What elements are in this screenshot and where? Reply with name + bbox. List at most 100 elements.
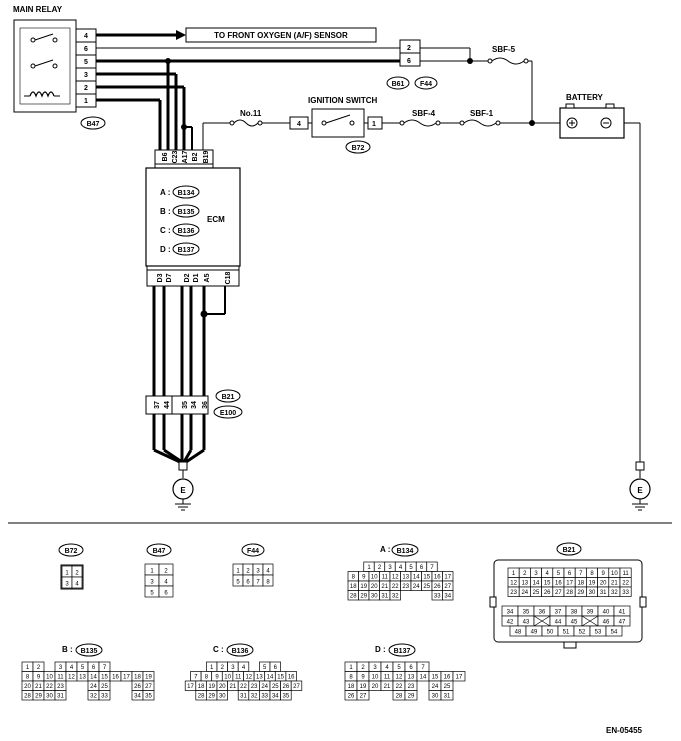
pin-cell [619,586,632,597]
pin-number: 8 [349,675,353,681]
b21-ref-oval [215,389,241,403]
pin-number: 6 [568,571,572,577]
pin-cell [290,680,303,691]
pin-number: 6 [420,565,424,571]
pin-number: 30 [589,590,596,596]
relay-pin-6: 6 [84,46,88,53]
pin-number: 22 [240,684,247,690]
view-b136-ref-oval [226,643,254,657]
ecm-conn-ref-b135: B135 [178,209,195,216]
pin-number: 13 [256,675,263,681]
pin-cell [356,690,370,701]
pin-number: 2 [37,665,41,671]
pin-number: 19 [208,684,215,690]
footer-code: EN-05455 [606,726,643,735]
pin-number: 45 [571,620,578,626]
pin-number: 27 [293,684,300,690]
pin-number: 27 [145,684,152,690]
view-b72-ref: B72 [65,548,78,555]
pin-number: 21 [381,584,388,590]
pin-number: 2 [523,571,527,577]
pin-number: 17 [187,684,194,690]
pin-number: 46 [603,620,610,626]
pin-number: 40 [603,610,610,616]
pin-number: 23 [510,590,517,596]
pin-number: 30 [46,694,53,700]
view-b137-ref: B137 [394,648,411,655]
pin-number: 7 [103,665,107,671]
pin-number: 7 [579,571,583,577]
pin-number: 1 [367,565,371,571]
relay-pin-2: 2 [84,85,88,92]
pin-number: 25 [444,684,451,690]
pin-number: 1 [349,665,353,671]
view-b136-ref: B136 [232,648,249,655]
pin-number: 4 [266,569,270,575]
pin-number: 29 [577,590,584,596]
pin-number: 11 [235,675,242,681]
pin-number: 15 [544,581,551,587]
joint-pin-6: 6 [407,58,411,65]
view-b47-ref: B47 [153,548,166,555]
view-f44-ref: F44 [247,548,259,555]
pin-number: 14 [267,675,274,681]
pin-number: 50 [547,630,554,636]
gc-pin-37: 37 [154,401,161,409]
battery-minus-icon [600,117,612,129]
battery-label: BATTERY [566,93,604,102]
relay-pin-block: 4 6 5 3 2 1 [75,28,97,108]
pin-number: 10 [371,575,378,581]
view-b21-ref: B21 [563,547,576,554]
pin-number: 25 [533,590,540,596]
pin-number: 22 [46,684,53,690]
pin-number: 8 [590,571,594,577]
ign-pin-4: 4 [297,121,301,128]
b47-ref-oval [80,116,106,130]
pin-number: 8 [352,575,356,581]
pin-number: 10 [46,675,53,681]
pin-number: 20 [219,684,226,690]
fuse-sbf1-icon [459,119,501,127]
pin-number: 47 [619,620,626,626]
pin-number: 4 [546,571,550,577]
pin-number: 11 [57,675,64,681]
pin-number: 2 [221,665,225,671]
pin-number: 5 [150,591,154,597]
pin-number: 10 [611,571,618,577]
pin-number: 29 [408,694,415,700]
pin-number: 32 [611,590,618,596]
pin-number: 14 [90,675,97,681]
pin-number: 3 [373,665,377,671]
pin-number: 19 [589,581,596,587]
pin-number: 1 [210,665,214,671]
ecm-conn-ref-b137: B137 [178,247,195,254]
pin-number: 10 [372,675,379,681]
pin-number: 18 [350,584,357,590]
ground-label-right: E [637,486,643,495]
pin-number: 28 [566,590,573,596]
f44-ref-oval [414,76,438,90]
view-b134-ref-oval [391,543,419,557]
pin-number: 9 [215,675,219,681]
pin-cell [98,690,111,701]
pin-number: 15 [101,675,108,681]
pin-cell [262,574,274,587]
pin-number: 21 [611,581,618,587]
pin-number: 16 [288,675,295,681]
pin-number: 27 [444,584,451,590]
pin-number: 1 [65,571,69,577]
fuse-sbf4-icon [399,119,441,127]
sbf5-label: SBF-5 [492,45,516,54]
junction-dot-c18 [200,310,208,318]
pin-number: 21 [35,684,42,690]
view-f44-ref-oval [241,543,265,557]
ecm-top-pins [154,149,214,165]
b72-ref-oval [345,140,371,154]
b72-ref: B72 [352,145,365,152]
b47-ref: B47 [87,121,100,128]
pin-number: 4 [75,582,79,588]
pin-number: 6 [274,665,278,671]
relay-pin-5: 5 [84,59,88,66]
main-relay-body [13,19,77,113]
